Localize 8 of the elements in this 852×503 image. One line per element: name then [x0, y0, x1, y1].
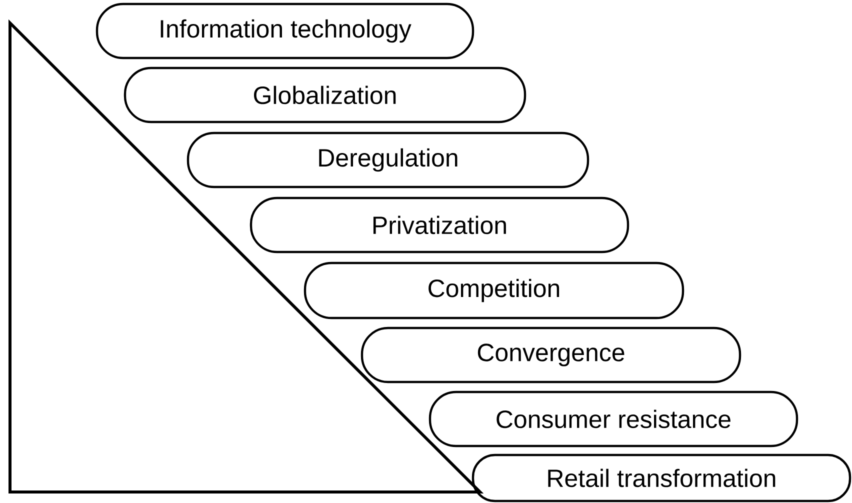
rounded-box: Convergence	[360, 326, 742, 384]
rounded-box: Privatization	[250, 196, 630, 254]
rounded-box: Globalization	[124, 66, 526, 124]
rounded-box: Deregulation	[186, 132, 590, 188]
rounded-box: Competition	[304, 262, 684, 320]
rounded-box: Retail transformation	[472, 454, 852, 502]
rounded-box: Consumer resistance	[428, 390, 798, 448]
rounded-box: Information technology	[96, 2, 474, 60]
